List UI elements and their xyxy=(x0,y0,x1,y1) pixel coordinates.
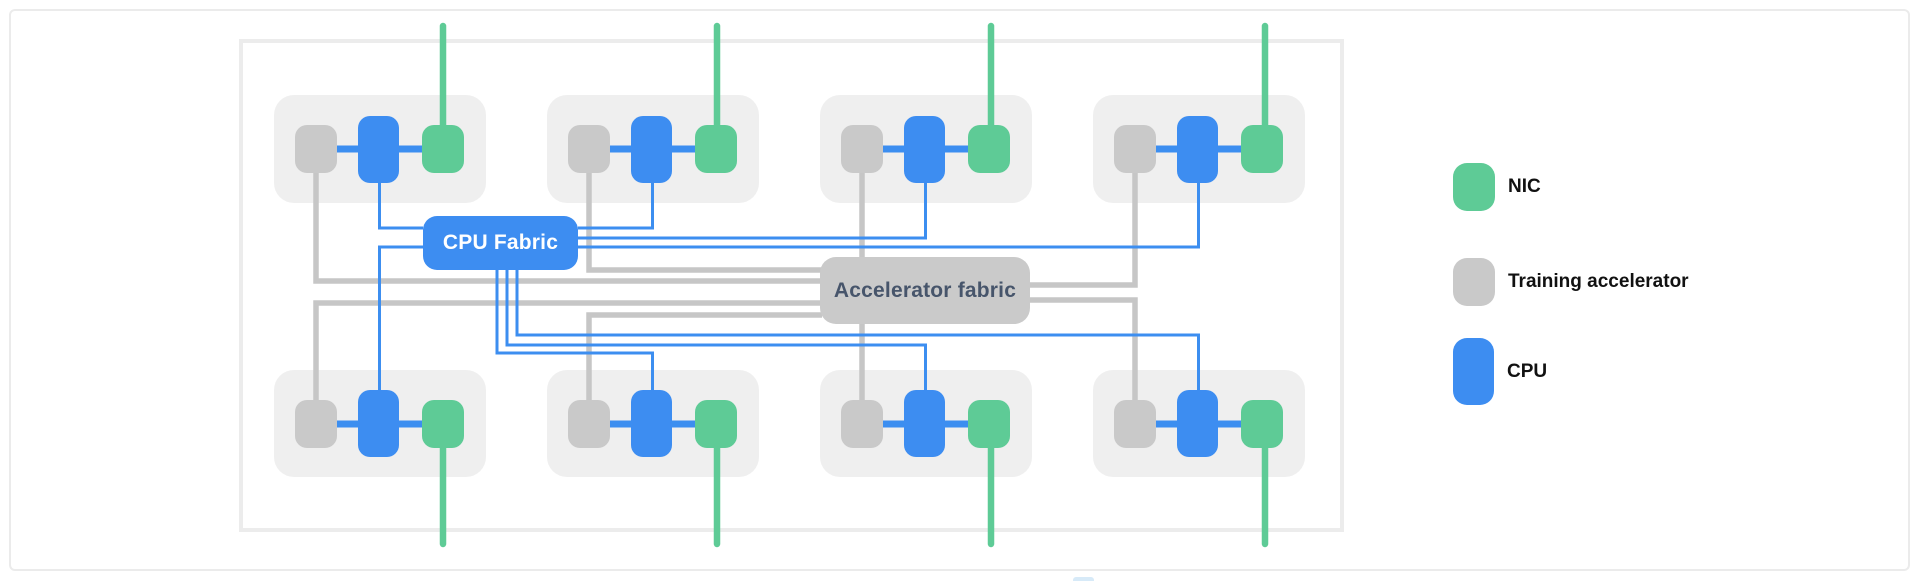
accelerator-link-line xyxy=(313,300,822,404)
accelerator-fabric-box: Accelerator fabric xyxy=(820,257,1030,324)
cpu-block xyxy=(631,116,672,183)
training-accelerator-block xyxy=(841,400,883,448)
training-accelerator-swatch xyxy=(1453,258,1495,306)
legend-item-cpu: CPU xyxy=(1453,338,1547,405)
cpu-link-line xyxy=(578,175,1200,249)
accelerator-fabric-label: Accelerator fabric xyxy=(833,278,1017,302)
training-accelerator-block xyxy=(841,125,883,173)
accelerator-link-line xyxy=(1028,297,1138,404)
accelerator-link-line xyxy=(586,168,822,273)
training-accelerator-block xyxy=(568,125,610,173)
nic-block xyxy=(968,400,1010,448)
cpu-link-line xyxy=(505,265,927,395)
cpu-block xyxy=(358,116,399,183)
nic-swatch xyxy=(1453,163,1495,211)
nic-block xyxy=(422,400,464,448)
legend-item-training-accelerator: Training accelerator xyxy=(1453,258,1689,306)
legend-item-nic: NIC xyxy=(1453,163,1541,211)
outer-boundary xyxy=(239,39,1344,532)
nic-block xyxy=(968,125,1010,173)
accelerator-link-line xyxy=(586,312,822,404)
cpu-block xyxy=(1177,390,1218,457)
cpu-link-line xyxy=(578,175,927,240)
cpu-block xyxy=(904,390,945,457)
cpu-block xyxy=(1177,116,1218,183)
cpu-link-line xyxy=(495,265,654,395)
legend-label-nic: NIC xyxy=(1508,176,1541,197)
nic-block xyxy=(1241,125,1283,173)
nic-block xyxy=(1241,400,1283,448)
cpu-fabric-box: CPU Fabric xyxy=(423,216,578,270)
bottom-edge-sliver xyxy=(1073,577,1094,581)
training-accelerator-block xyxy=(568,400,610,448)
accelerator-link-line xyxy=(1028,168,1138,288)
training-accelerator-block xyxy=(1114,125,1156,173)
accelerator-link-line xyxy=(313,168,822,284)
cpu-swatch xyxy=(1453,338,1494,405)
cpu-link-line xyxy=(515,265,1200,395)
cpu-link-line xyxy=(378,245,423,395)
nic-block xyxy=(422,125,464,173)
legend-label-cpu: CPU xyxy=(1507,360,1548,382)
cpu-link-line xyxy=(578,175,654,230)
cpu-fabric-label: CPU Fabric xyxy=(442,231,559,254)
training-accelerator-block xyxy=(1114,400,1156,448)
training-accelerator-block xyxy=(295,125,337,173)
nic-block xyxy=(695,125,737,173)
training-accelerator-block xyxy=(295,400,337,448)
nic-block xyxy=(695,400,737,448)
cpu-block xyxy=(358,390,399,457)
legend-label-training-accelerator: Training accelerator xyxy=(1508,271,1689,292)
cpu-link-line xyxy=(378,175,423,230)
cpu-block xyxy=(631,390,672,457)
cpu-block xyxy=(904,116,945,183)
